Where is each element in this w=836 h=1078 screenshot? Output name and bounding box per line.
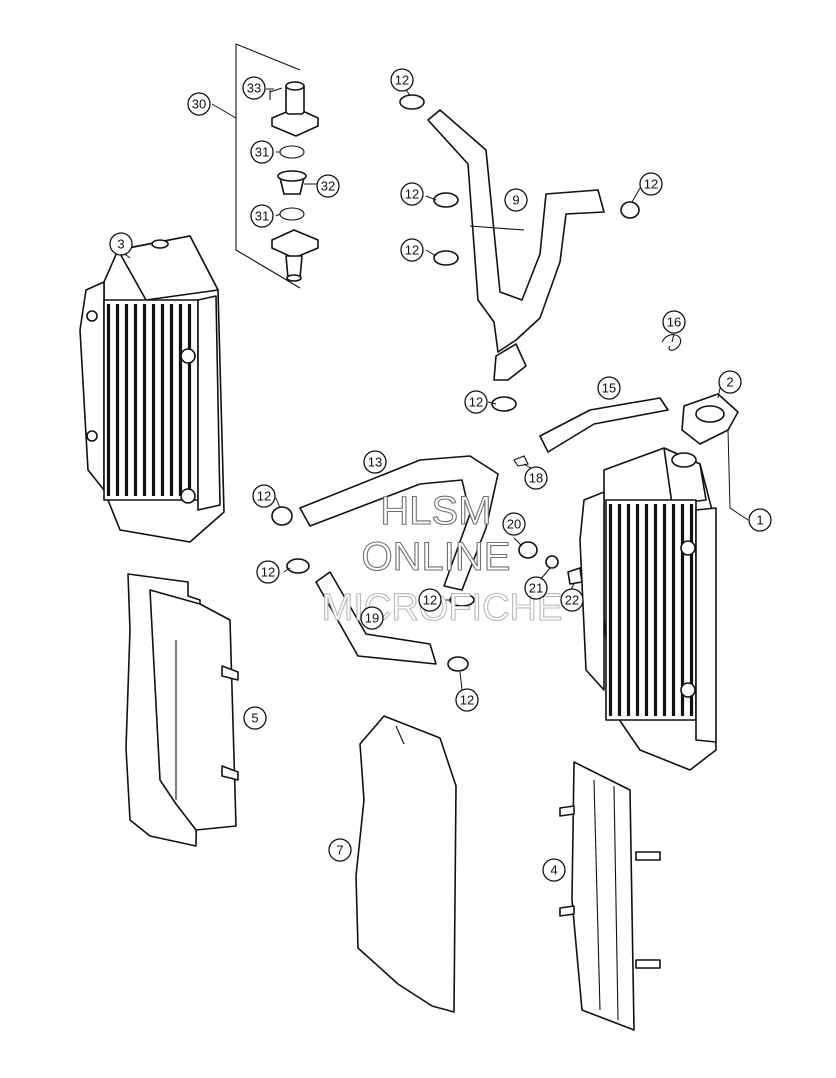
- callout-4: 4: [542, 858, 566, 882]
- svg-text:31: 31: [255, 145, 269, 160]
- hose-clamps: [271, 94, 640, 672]
- svg-text:22: 22: [565, 593, 579, 608]
- svg-text:12: 12: [423, 593, 437, 608]
- svg-text:12: 12: [460, 693, 474, 708]
- svg-text:16: 16: [667, 315, 681, 330]
- callout-21: 21: [524, 576, 548, 600]
- watermark-line2: ONLINE: [362, 535, 511, 579]
- svg-text:12: 12: [257, 489, 271, 504]
- svg-text:5: 5: [251, 711, 258, 726]
- watermark: HLSM ONLINE MICROFICHE: [321, 488, 563, 629]
- svg-text:12: 12: [405, 243, 419, 258]
- svg-text:12: 12: [395, 73, 409, 88]
- callout-2: 2: [718, 370, 742, 394]
- svg-text:15: 15: [602, 381, 616, 396]
- thermostat-assembly: [235, 43, 319, 289]
- callout-30: 30: [187, 92, 211, 116]
- callout-12-f: 12: [252, 484, 276, 508]
- svg-text:3: 3: [117, 237, 124, 252]
- callout-1: 1: [748, 508, 772, 532]
- radiator-cap: [681, 393, 739, 445]
- hose-15: [539, 397, 669, 453]
- svg-text:12: 12: [469, 395, 483, 410]
- svg-text:13: 13: [368, 455, 382, 470]
- callouts: 30 33 31 32 31 3 12 12 9 12 12 16 15 2 1…: [109, 68, 772, 882]
- callout-31-lower: 31: [250, 204, 274, 228]
- hose-19: [315, 571, 437, 665]
- svg-text:2: 2: [726, 375, 733, 390]
- svg-text:32: 32: [321, 179, 335, 194]
- callout-12-h: 12: [418, 588, 442, 612]
- svg-text:1: 1: [756, 513, 763, 528]
- radiator-right: [579, 447, 717, 771]
- svg-text:7: 7: [336, 843, 343, 858]
- svg-text:21: 21: [529, 581, 543, 596]
- small-parts: [513, 334, 682, 585]
- svg-text:20: 20: [507, 517, 521, 532]
- callout-12-d: 12: [400, 238, 424, 262]
- callout-12-b: 12: [400, 182, 424, 206]
- callout-12-e: 12: [464, 390, 488, 414]
- callout-19: 19: [360, 606, 384, 630]
- radiator-shroud-left: [125, 573, 239, 847]
- callout-16: 16: [662, 310, 686, 334]
- svg-text:30: 30: [192, 97, 206, 112]
- svg-text:4: 4: [550, 863, 557, 878]
- radiator-shroud-7: [355, 715, 457, 1013]
- svg-text:18: 18: [529, 471, 543, 486]
- svg-text:12: 12: [261, 565, 275, 580]
- callout-13: 13: [363, 450, 387, 474]
- callout-3: 3: [109, 232, 133, 256]
- callout-15: 15: [597, 376, 621, 400]
- callout-12-g: 12: [256, 560, 280, 584]
- svg-text:19: 19: [365, 611, 379, 626]
- callout-5: 5: [243, 706, 267, 730]
- hose-9: [427, 109, 605, 381]
- watermark-line1: HLSM: [380, 489, 491, 533]
- svg-text:12: 12: [405, 187, 419, 202]
- callout-31-upper: 31: [250, 140, 274, 164]
- radiator-shroud-4: [559, 761, 661, 1031]
- callout-18: 18: [524, 466, 548, 490]
- radiator-left: [79, 235, 225, 543]
- callout-9: 9: [504, 188, 528, 212]
- callout-12-c: 12: [639, 172, 663, 196]
- callout-7: 7: [328, 838, 352, 862]
- hose-13: [299, 455, 499, 591]
- svg-text:9: 9: [512, 193, 519, 208]
- svg-text:33: 33: [247, 81, 261, 96]
- callout-32: 32: [316, 174, 340, 198]
- callout-33: 33: [242, 76, 266, 100]
- svg-text:31: 31: [255, 209, 269, 224]
- callout-20: 20: [502, 512, 526, 536]
- svg-text:12: 12: [644, 177, 658, 192]
- callout-22: 22: [560, 588, 584, 612]
- callout-12-a: 12: [390, 68, 414, 92]
- callout-12-i: 12: [455, 688, 479, 712]
